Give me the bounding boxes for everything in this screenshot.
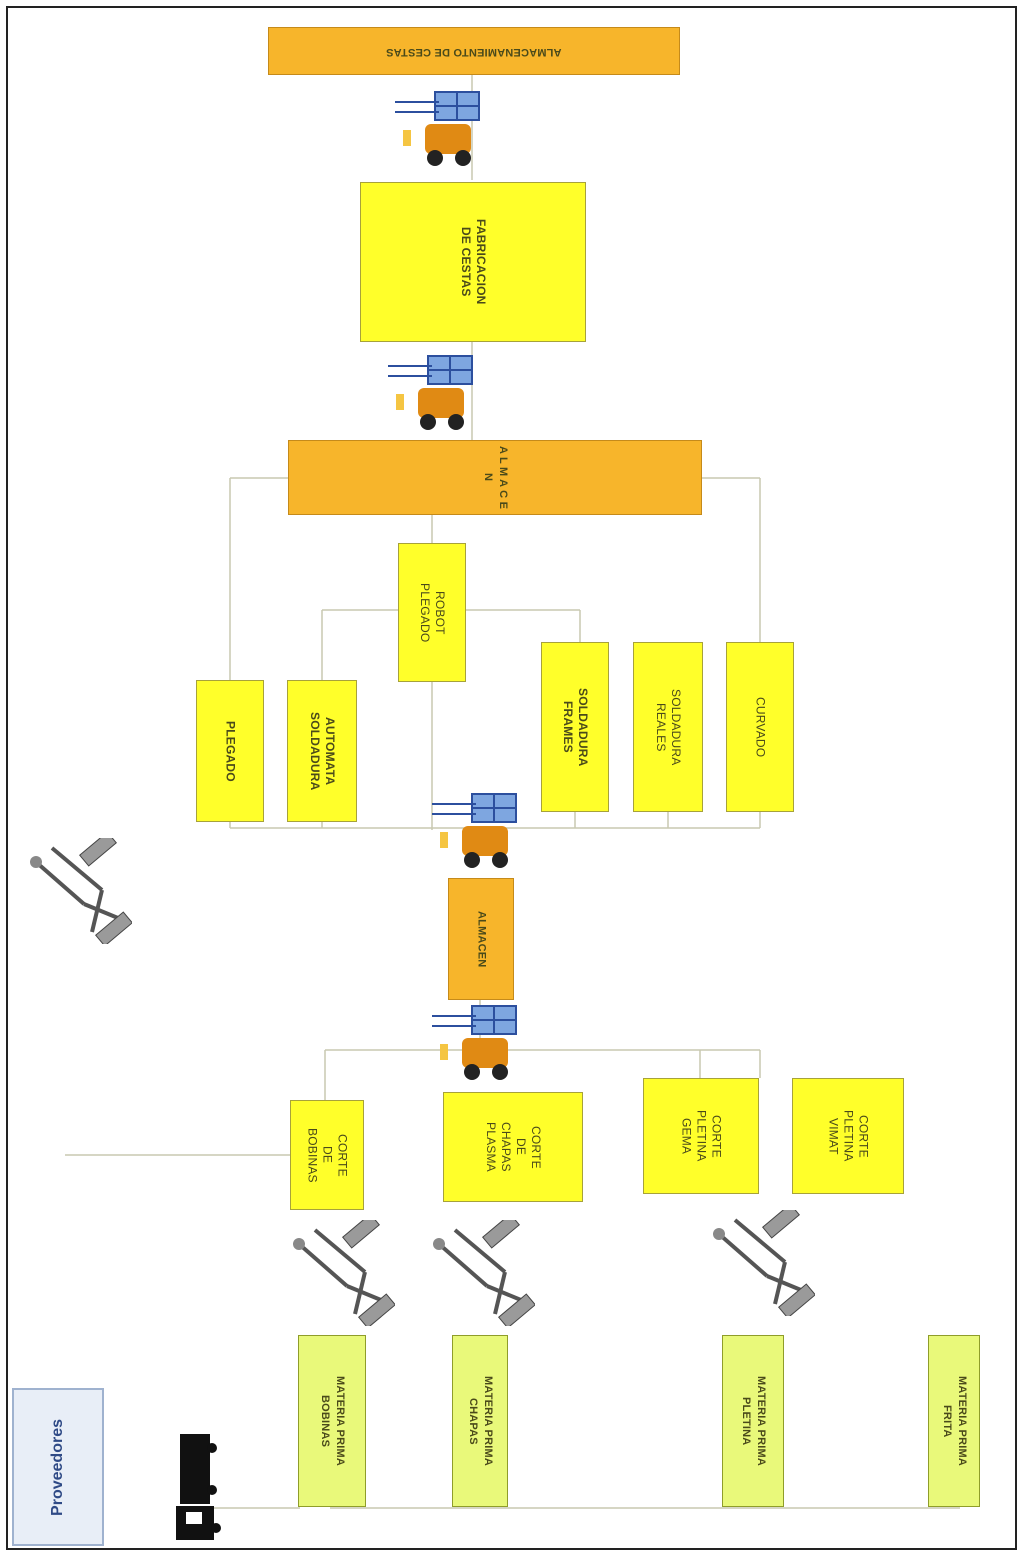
corte-de-bobinas-box: CORTE DE BOBINAS: [290, 1100, 364, 1210]
plegado-box: PLEGADO: [196, 680, 264, 822]
forklift-icon: [432, 1005, 517, 1080]
mp-pletina-label: MATERIA PRIMA PLETINA: [740, 1376, 767, 1466]
almacenamiento-label: ALMACENAMIENTO DE CESTAS: [386, 45, 562, 58]
conveyor-icon: [433, 1220, 535, 1326]
corte-bobinas-label: CORTE DE BOBINAS: [305, 1127, 350, 1183]
corte-pletina-gema-box: CORTE PLETINA GEMA: [643, 1078, 759, 1194]
corte-pletina-vimat-box: CORTE PLETINA VIMAT: [792, 1078, 904, 1194]
soldadura-frames-label: SOLDADURA FRAMES: [561, 687, 590, 767]
soldadura-frames-box: SOLDADURA FRAMES: [541, 642, 609, 812]
robot-plegado-box: ROBOT PLEGADO: [398, 543, 466, 682]
materia-prima-pletina-box: MATERIA PRIMA PLETINA: [722, 1335, 784, 1507]
almacenamiento-de-cestas-box: ALMACENAMIENTO DE CESTAS: [268, 27, 680, 75]
forklift-icon: [388, 355, 473, 430]
materia-prima-chapas-box: MATERIA PRIMA CHAPAS: [452, 1335, 508, 1507]
curvado-label: CURVADO: [753, 696, 768, 758]
proveedores-label: Proveedores: [49, 1418, 66, 1516]
mp-bobinas-label: MATERIA PRIMA BOBINAS: [319, 1376, 346, 1466]
almacen-mid-label: ALMACEN: [475, 910, 488, 968]
almacen-mid-box: ALMACEN: [448, 878, 514, 1000]
soldadura-reales-box: SOLDADURA REALES: [633, 642, 703, 812]
robot-plegado-label: ROBOT PLEGADO: [418, 582, 447, 643]
corte-pletina-gema-label: CORTE PLETINA GEMA: [679, 1110, 724, 1162]
diagram-frame: [6, 6, 1017, 1550]
corte-pletina-vimat-label: CORTE PLETINA VIMAT: [826, 1110, 871, 1162]
fabricacion-de-cestas-box: FABRICACION DE CESTAS: [360, 182, 586, 342]
mp-frita-label: MATERIA PRIMA FRITA: [941, 1376, 968, 1466]
proveedores-box: Proveedores: [12, 1388, 104, 1546]
almacen-top-box: A L M A C E N: [288, 440, 702, 515]
almacen-top-label: A L M A C E N: [482, 445, 509, 510]
materia-prima-bobinas-box: MATERIA PRIMA BOBINAS: [298, 1335, 366, 1507]
mp-chapas-label: MATERIA PRIMA CHAPAS: [467, 1376, 494, 1466]
forklift-icon: [395, 91, 480, 166]
conveyor-icon: [30, 838, 132, 944]
forklift-icon: [432, 793, 517, 868]
truck-icon: [176, 1434, 221, 1540]
curvado-box: CURVADO: [726, 642, 794, 812]
corte-chapas-label: CORTE DE CHAPAS PLASMA: [484, 1122, 543, 1172]
plegado-label: PLEGADO: [223, 720, 238, 782]
fabricacion-label: FABRICACION DE CESTAS: [459, 219, 488, 305]
soldadura-reales-label: SOLDADURA REALES: [654, 688, 683, 766]
corte-de-chapas-plasma-box: CORTE DE CHAPAS PLASMA: [443, 1092, 583, 1202]
materia-prima-frita-box: MATERIA PRIMA FRITA: [928, 1335, 980, 1507]
automata-soldadura-label: AUTOMATA SOLDADURA: [308, 711, 337, 791]
conveyor-icon: [713, 1210, 815, 1316]
conveyor-icon: [293, 1220, 395, 1326]
automata-soldadura-box: AUTOMATA SOLDADURA: [287, 680, 357, 822]
